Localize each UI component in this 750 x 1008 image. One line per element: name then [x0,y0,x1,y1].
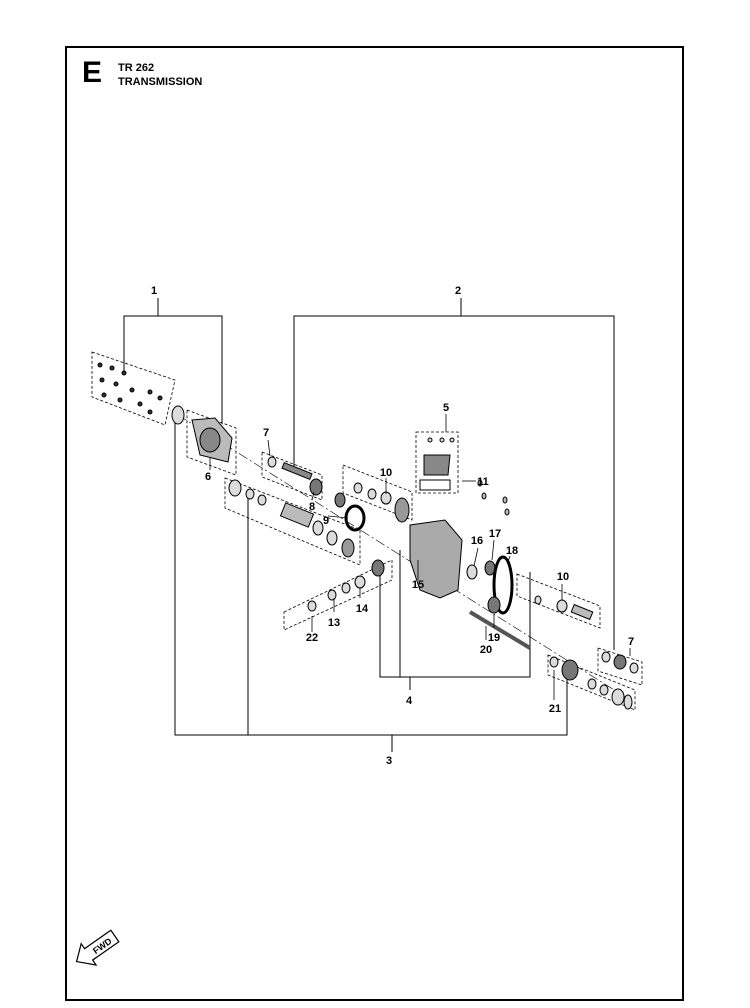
callout-15: 15 [412,579,424,591]
kit-box-21 [547,654,636,711]
chain-18 [492,555,514,615]
callout-8: 8 [309,501,315,513]
shaft [279,502,315,528]
callout-22: 22 [306,632,318,644]
seal-ring [171,405,185,425]
sprocket-10 [394,497,410,523]
callout-19: 19 [488,632,500,644]
callout-16: 16 [471,535,483,547]
gear-22-set [371,559,385,577]
callout-3: 3 [386,755,392,767]
fastener-set [97,362,163,415]
diagram-frame [65,46,684,1001]
kit-box-6 [186,409,237,476]
bracket-2 [293,315,615,650]
callout-6: 6 [205,471,211,483]
kit-box-5 [415,431,459,494]
chain-9 [344,504,366,532]
bracket-3 [174,420,568,736]
worm-shaft [281,461,313,481]
callout-7-lower: 7 [628,636,634,648]
callout-10-lower: 10 [557,571,569,583]
kit-box-shaft-a [224,477,361,566]
gearbox-housing [409,519,463,599]
output-shaft-20 [468,610,532,650]
callout-9: 9 [323,515,329,527]
cover-plate-5 [423,454,451,476]
callout-7-upper: 7 [263,427,269,439]
kit-box-10b [516,573,601,629]
callout-17: 17 [489,528,501,540]
callout-13: 13 [328,617,340,629]
model-number: TR 262 [118,62,155,74]
callout-5: 5 [443,402,449,414]
callout-2: 2 [455,285,461,297]
gear-8 [309,478,323,496]
kit-box-7 [261,451,323,501]
callout-1: 1 [151,285,157,297]
kit-box-7b [597,647,643,686]
callout-11: 11 [477,476,489,488]
kit-box-1 [91,351,176,426]
diagram-title: TRANSMISSION [118,76,203,88]
callout-20: 20 [480,644,492,656]
kit-box-10 [342,464,413,521]
gear-21 [561,659,579,681]
callout-21: 21 [549,703,561,715]
bracket-4 [379,566,531,678]
bracket-1 [123,315,223,424]
bearing-16 [466,564,478,580]
callout-18: 18 [506,545,518,557]
section-letter: E [82,56,103,89]
sprocket-19 [487,596,501,614]
callout-4: 4 [406,695,413,707]
callout-14: 14 [356,603,369,615]
fwd-arrow-icon: FWD [75,929,120,966]
callout-10-upper: 10 [380,467,392,479]
